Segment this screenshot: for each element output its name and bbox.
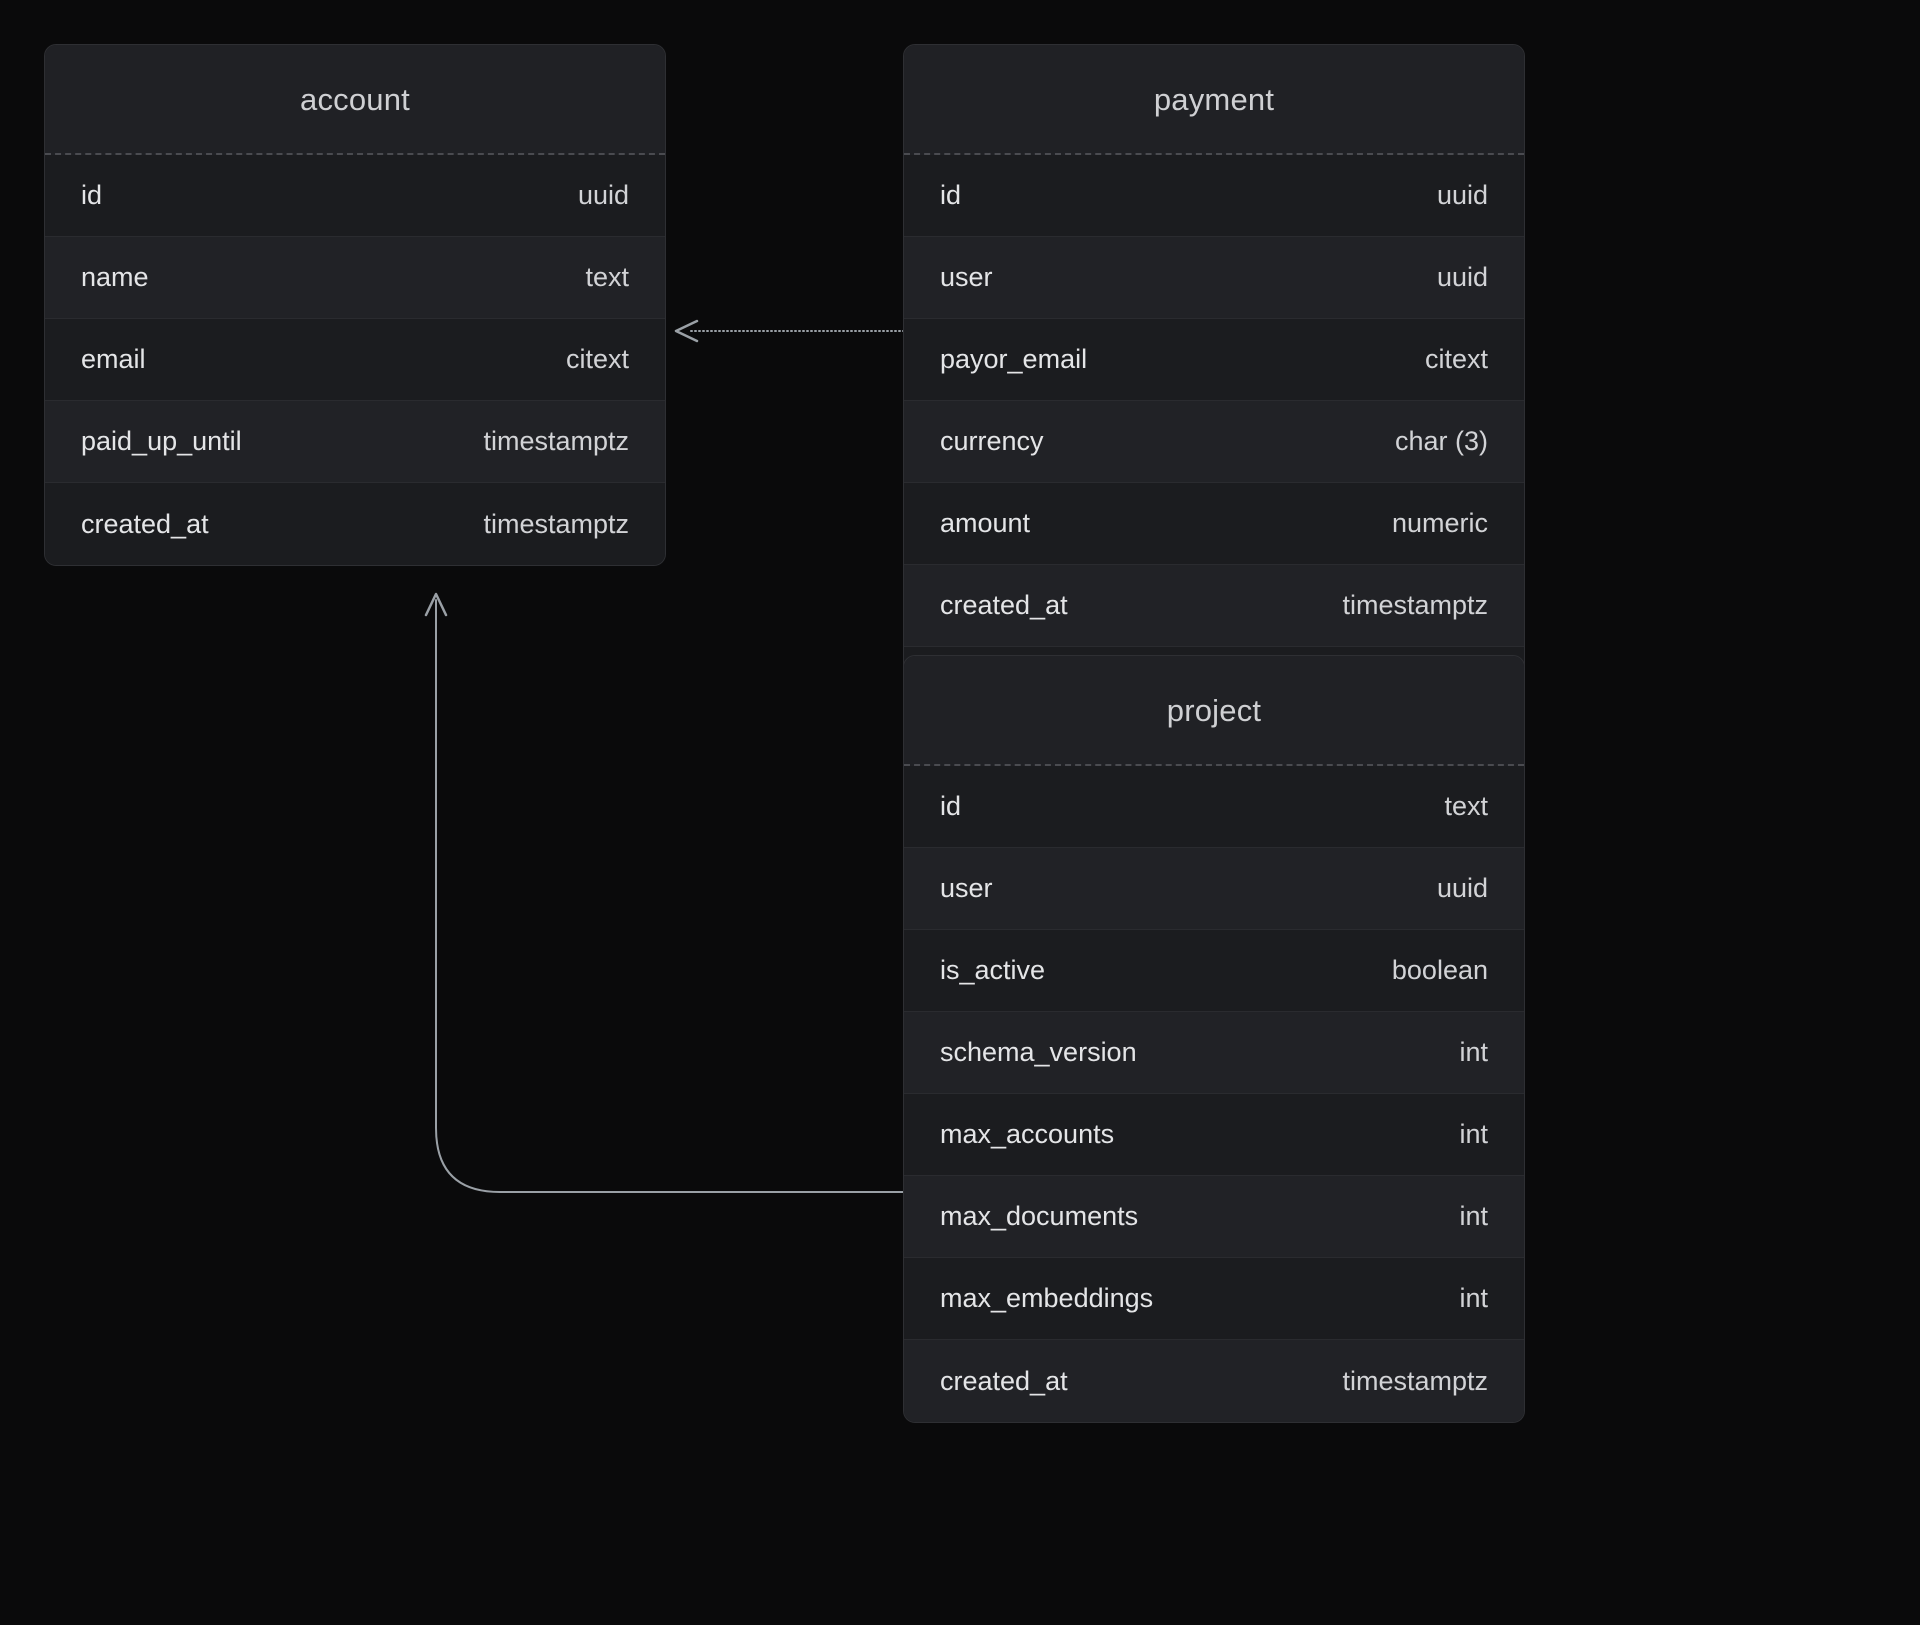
entity-title-payment: payment (904, 45, 1524, 155)
field-list-payment: id uuid user uuid payor_email citext cur… (904, 155, 1524, 729)
field-row-payment-id[interactable]: id uuid (904, 155, 1524, 237)
field-type: uuid (577, 180, 629, 210)
field-name: name (81, 262, 149, 292)
field-type: int (1459, 1201, 1488, 1231)
field-type: int (1459, 1119, 1488, 1149)
field-name: id (940, 180, 962, 210)
field-type: text (1444, 791, 1488, 821)
field-type: int (1459, 1283, 1488, 1313)
field-type: citext (1424, 344, 1488, 374)
field-list-project: id text user uuid is_active boolean sche… (904, 766, 1524, 1422)
entity-card-account[interactable]: account id uuid name text email citext p… (44, 44, 666, 566)
field-type: uuid (1436, 262, 1488, 292)
field-type: text (585, 262, 629, 292)
field-name: max_embeddings (940, 1283, 1154, 1313)
field-row-project-id[interactable]: id text (904, 766, 1524, 848)
field-row-payment-created-at[interactable]: created_at timestamptz (904, 565, 1524, 647)
field-type: int (1459, 1037, 1488, 1067)
field-type: timestamptz (483, 426, 629, 456)
field-type: uuid (1436, 873, 1488, 903)
entity-title-project: project (904, 656, 1524, 766)
field-name: schema_version (940, 1037, 1137, 1067)
field-name: email (81, 344, 146, 374)
field-row-account-created-at[interactable]: created_at timestamptz (45, 483, 665, 565)
field-row-project-schema-version[interactable]: schema_version int (904, 1012, 1524, 1094)
field-name: id (81, 180, 103, 210)
field-type: citext (565, 344, 629, 374)
field-type: timestamptz (1342, 590, 1488, 620)
field-name: id (940, 791, 962, 821)
field-name: max_documents (940, 1201, 1139, 1231)
field-type: char (3) (1394, 426, 1488, 456)
field-name: created_at (81, 508, 209, 539)
field-row-project-is-active[interactable]: is_active boolean (904, 930, 1524, 1012)
field-type: boolean (1391, 955, 1488, 985)
field-name: max_accounts (940, 1119, 1115, 1149)
field-name: payor_email (940, 344, 1088, 374)
field-name: is_active (940, 955, 1046, 985)
field-row-payment-payor-email[interactable]: payor_email citext (904, 319, 1524, 401)
field-row-account-email[interactable]: email citext (45, 319, 665, 401)
field-row-account-id[interactable]: id uuid (45, 155, 665, 237)
field-row-account-paid-up-until[interactable]: paid_up_until timestamptz (45, 401, 665, 483)
field-row-project-created-at[interactable]: created_at timestamptz (904, 1340, 1524, 1422)
field-name: created_at (940, 1365, 1068, 1396)
field-name: user (940, 873, 993, 903)
field-type: uuid (1436, 180, 1488, 210)
entity-card-project[interactable]: project id text user uuid is_active bool… (903, 655, 1525, 1423)
field-row-project-max-accounts[interactable]: max_accounts int (904, 1094, 1524, 1176)
field-type: timestamptz (1342, 1365, 1488, 1396)
field-type: numeric (1391, 508, 1488, 538)
field-row-payment-currency[interactable]: currency char (3) (904, 401, 1524, 483)
field-name: paid_up_until (81, 426, 242, 456)
field-row-payment-user[interactable]: user uuid (904, 237, 1524, 319)
field-row-project-max-documents[interactable]: max_documents int (904, 1176, 1524, 1258)
field-name: created_at (940, 590, 1068, 620)
field-name: user (940, 262, 993, 292)
field-row-payment-amount[interactable]: amount numeric (904, 483, 1524, 565)
entity-title-account: account (45, 45, 665, 155)
field-name: currency (940, 426, 1044, 456)
field-name: amount (940, 508, 1031, 538)
field-list-account: id uuid name text email citext paid_up_u… (45, 155, 665, 565)
field-row-project-max-embeddings[interactable]: max_embeddings int (904, 1258, 1524, 1340)
field-row-project-user[interactable]: user uuid (904, 848, 1524, 930)
entity-card-payment[interactable]: payment id uuid user uuid payor_email ci… (903, 44, 1525, 730)
field-type: timestamptz (483, 508, 629, 539)
field-row-account-name[interactable]: name text (45, 237, 665, 319)
